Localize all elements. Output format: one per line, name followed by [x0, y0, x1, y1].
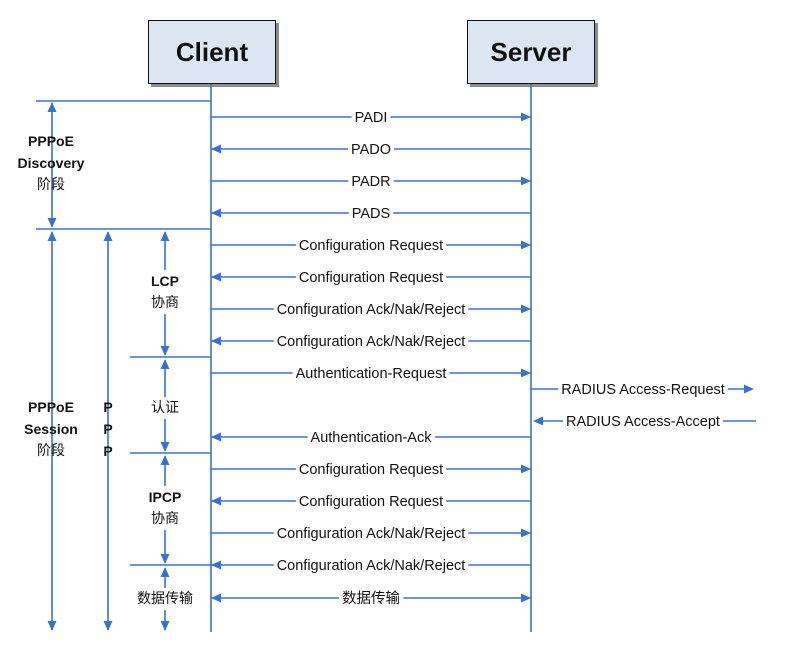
ipcp-bracket-top-head [160, 455, 170, 465]
phase-discovery-line3: 阶段 [37, 177, 65, 193]
ipcp-bracket-bottom-head [160, 554, 170, 564]
message-4-label: PADS [352, 206, 390, 222]
message-8-head-left [211, 336, 221, 346]
message-11-label-bg [295, 462, 447, 478]
ppp-letter-2: P [103, 421, 113, 437]
message-1-head-right [521, 112, 531, 122]
ppp-bracket-bottom-head [103, 621, 113, 631]
message-1-label: PADI [355, 110, 388, 126]
message-7-head-right [521, 304, 531, 314]
ppp-bracket-top-head [103, 231, 113, 241]
message-5-head-right [521, 240, 531, 250]
radius-request-head [744, 384, 754, 394]
message-8-label: Configuration Ack/Nak/Reject [277, 334, 466, 350]
message-15-head-right [521, 593, 531, 603]
radius-accept-label: RADIUS Access-Accept [566, 414, 720, 430]
discovery-bracket-top-head [47, 102, 57, 112]
message-6-label-bg [295, 270, 447, 286]
message-14-label-bg [273, 558, 469, 574]
phase-lcp-line1: LCP [151, 273, 179, 289]
radius-request-label: RADIUS Access-Request [561, 382, 725, 398]
radius-accept-label-bg [563, 414, 723, 430]
phase-lcp-label: LCP 协商 [130, 270, 200, 314]
message-9-label: Authentication-Request [296, 366, 447, 382]
message-6-label: Configuration Request [299, 270, 443, 286]
message-12-label: Configuration Request [299, 494, 443, 510]
data-bracket-top-head [160, 567, 170, 577]
message-2-label-bg [347, 142, 395, 158]
message-6-head-left [211, 272, 221, 282]
phase-data-label: 数据传输 [122, 588, 208, 610]
phase-auth-line1: 认证 [151, 400, 179, 416]
lcp-bracket-bottom-head [160, 346, 170, 356]
message-15-label: 数据传输 [342, 590, 400, 607]
phase-discovery-label: PPPoE Discovery 阶段 [8, 130, 94, 196]
message-13-label: Configuration Ack/Nak/Reject [277, 526, 466, 542]
phase-data-line1: 数据传输 [137, 591, 193, 607]
message-11-head-right [521, 464, 531, 474]
message-10-label: Authentication-Ack [311, 430, 433, 446]
phase-session-line2: Session [24, 421, 78, 437]
phase-lcp-line2: 协商 [151, 295, 179, 311]
message-13-label-bg [273, 526, 469, 542]
message-9-head-right [521, 368, 531, 378]
radius-accept-head [533, 416, 543, 426]
message-4-head-left [211, 208, 221, 218]
message-14-head-left [211, 560, 221, 570]
message-11-label: Configuration Request [299, 462, 443, 478]
message-9-label-bg [292, 366, 450, 382]
ppp-label: P P P [96, 396, 120, 462]
phase-ipcp-line1: IPCP [148, 489, 182, 505]
phase-discovery-line2: Discovery [17, 155, 85, 171]
message-10-head-left [211, 432, 221, 442]
phase-session-line1: PPPoE [28, 399, 74, 415]
message-15-head-left [211, 593, 221, 603]
message-3-label-bg [348, 174, 394, 190]
message-4-label-bg [348, 206, 394, 222]
data-bracket-bottom-head [160, 621, 170, 631]
server-box: Server [467, 20, 595, 84]
discovery-bracket-bottom-head [47, 218, 57, 228]
message-15-label-bg [339, 590, 404, 607]
phase-discovery-line1: PPPoE [28, 133, 74, 149]
message-3-label: PADR [351, 174, 390, 190]
message-8-label-bg [273, 334, 469, 350]
radius-request-label-bg [558, 382, 728, 398]
session-bracket-bottom-head [47, 621, 57, 631]
message-2-head-left [211, 144, 221, 154]
client-box: Client [148, 20, 276, 84]
message-5-label: Configuration Request [299, 238, 443, 254]
message-10-label-bg [307, 430, 436, 446]
ppp-letter-3: P [103, 443, 113, 459]
message-13-head-right [521, 528, 531, 538]
phase-ipcp-line2: 协商 [151, 511, 179, 527]
auth-bracket-top-head [160, 359, 170, 369]
message-7-label: Configuration Ack/Nak/Reject [277, 302, 466, 318]
ppp-letter-1: P [103, 399, 113, 415]
lcp-bracket-top-head [160, 231, 170, 241]
phase-session-line3: 阶段 [37, 443, 65, 459]
phase-auth-label: 认证 [136, 397, 194, 419]
phase-session-label: PPPoE Session 阶段 [8, 396, 94, 462]
message-12-label-bg [295, 494, 447, 510]
message-7-label-bg [273, 302, 469, 318]
message-2-label: PADO [351, 142, 391, 158]
session-bracket-top-head [47, 231, 57, 241]
phase-ipcp-label: IPCP 协商 [130, 486, 200, 530]
message-1-label-bg [351, 110, 391, 126]
message-5-label-bg [295, 238, 447, 254]
message-3-head-right [521, 176, 531, 186]
auth-bracket-bottom-head [160, 442, 170, 452]
message-14-label: Configuration Ack/Nak/Reject [277, 558, 466, 574]
message-12-head-left [211, 496, 221, 506]
